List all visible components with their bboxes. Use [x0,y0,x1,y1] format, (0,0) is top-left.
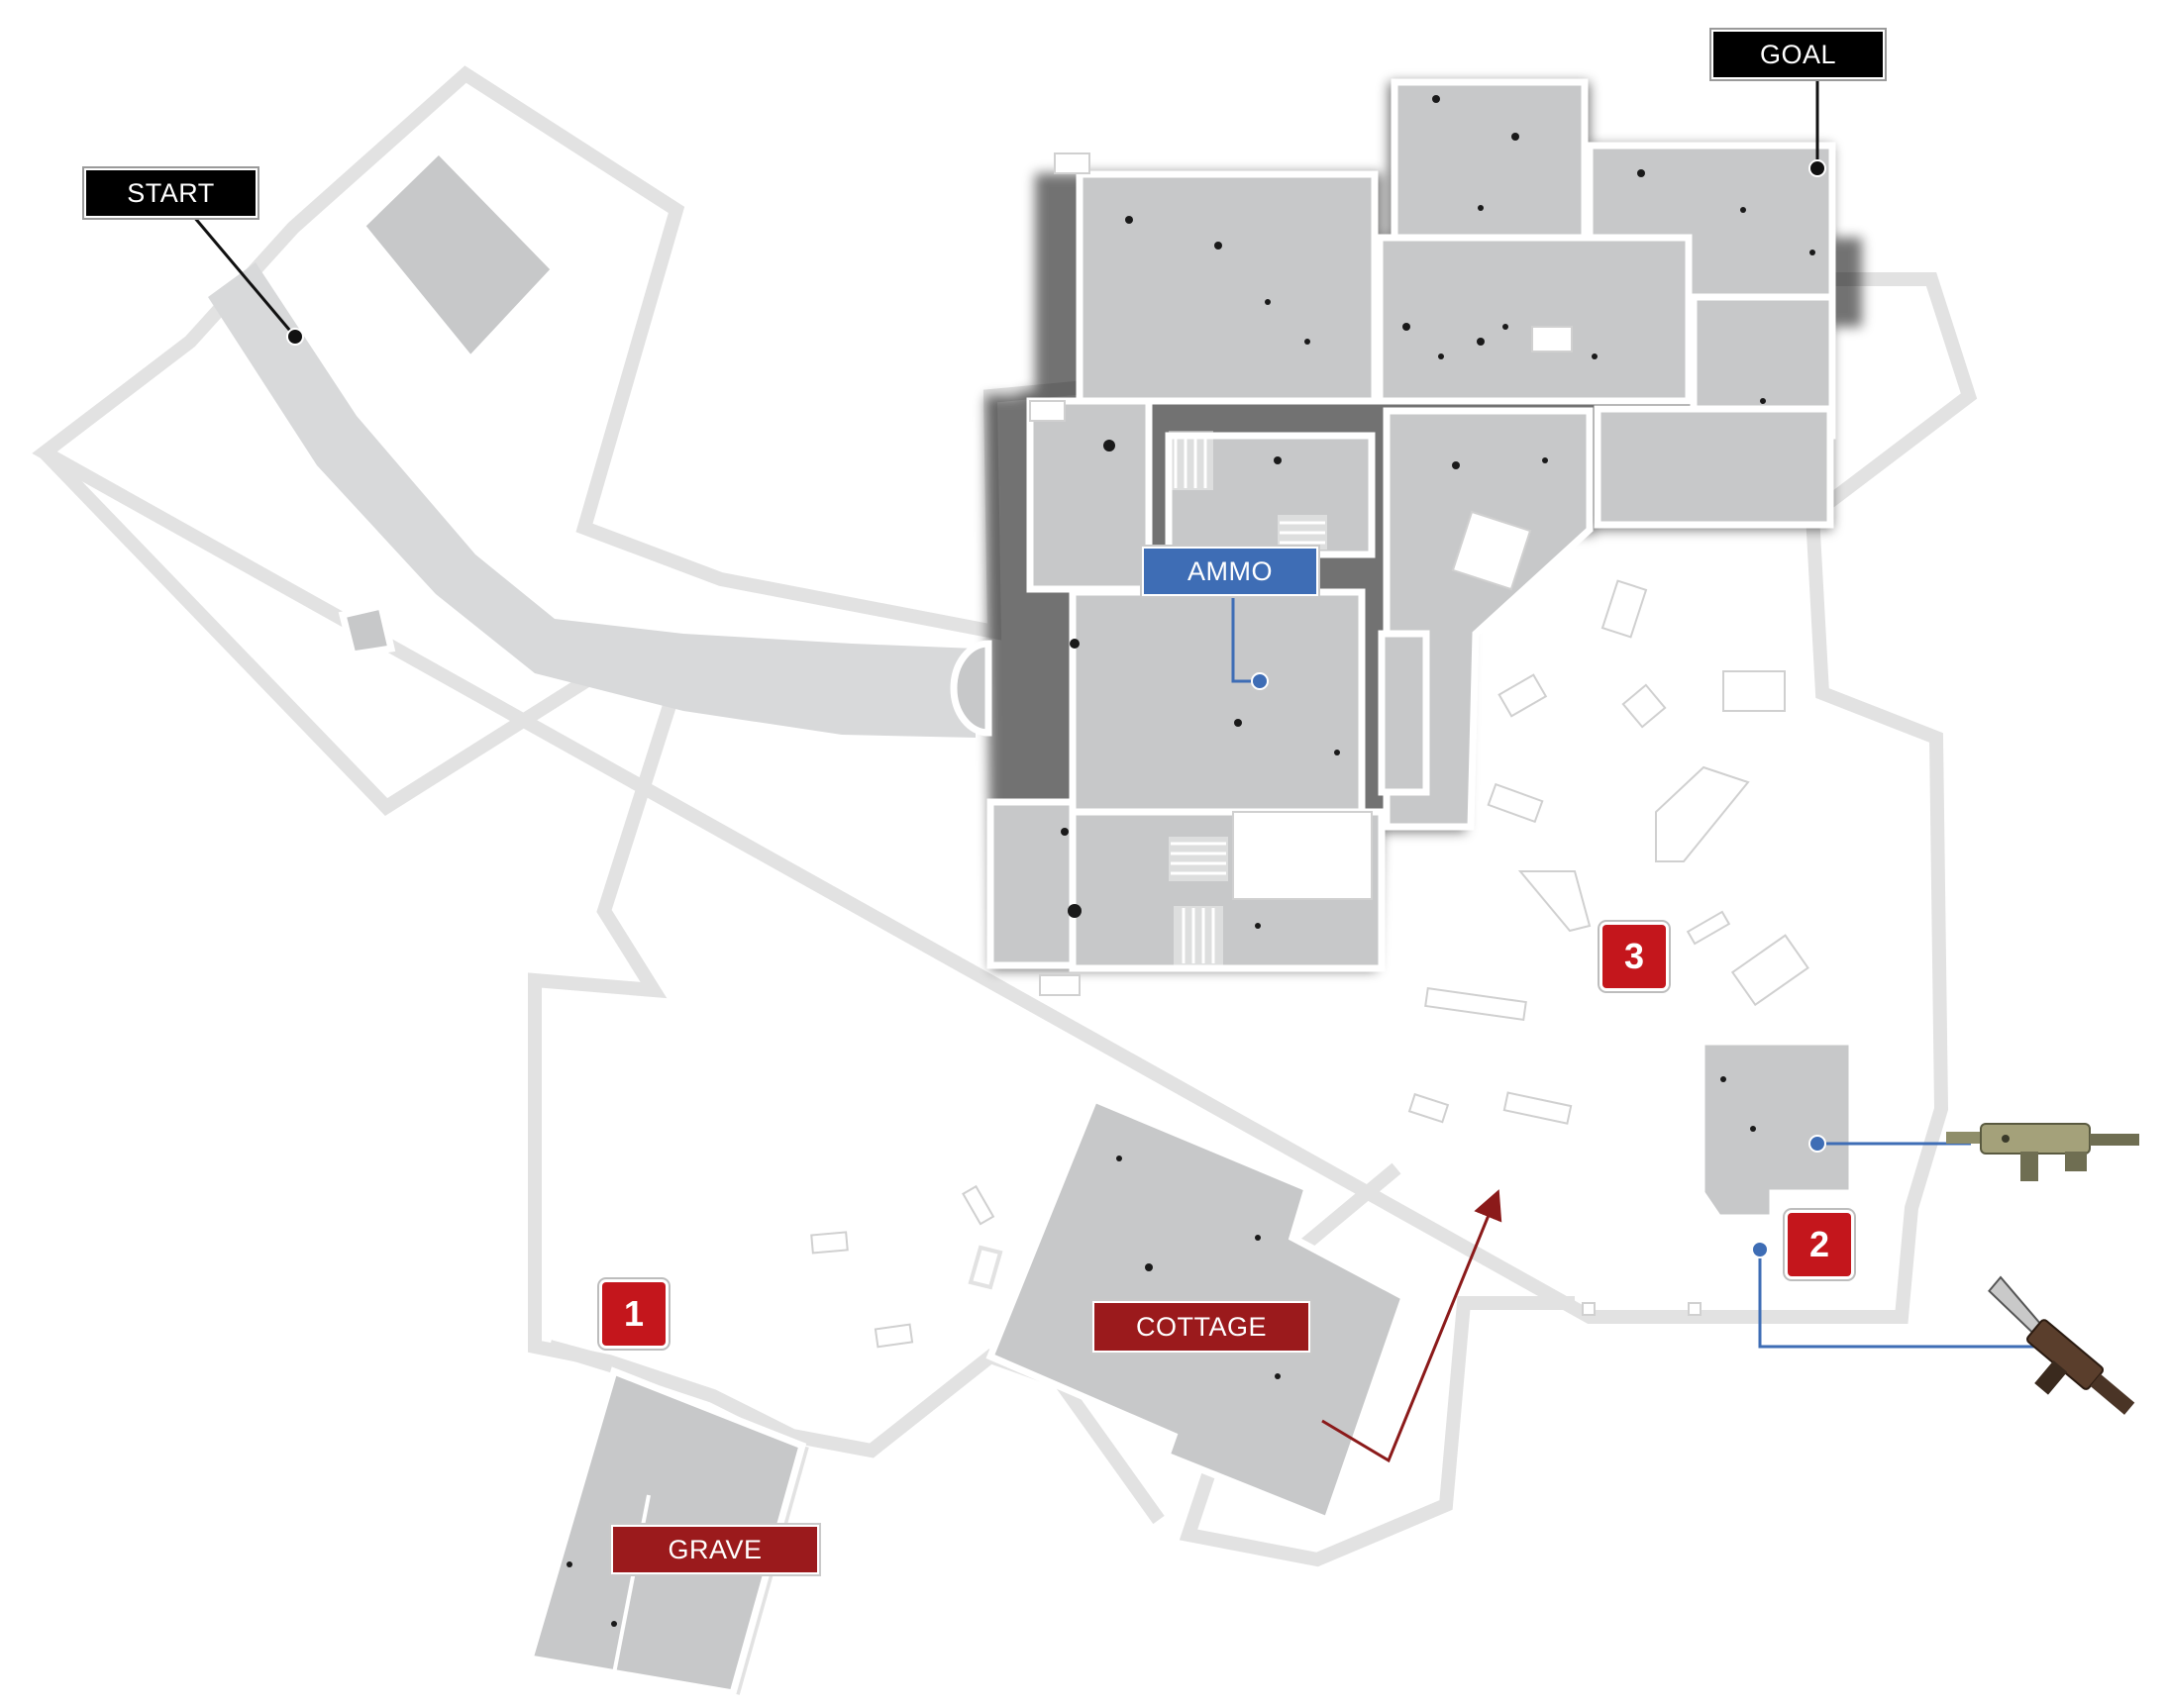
route-arrow [1321,1189,1502,1463]
assault-rifle-icon [1946,1123,2139,1181]
cover-objects [810,579,1809,1349]
marker-3: 3 [1602,925,1666,988]
start-pavilion [338,146,560,658]
start-label: START [84,168,258,218]
callout-lines [186,74,2040,1349]
marker-2: 2 [1788,1213,1851,1276]
cottage-label: COTTAGE [1092,1301,1310,1353]
outpost-building [1698,1038,1856,1222]
shotgun-icon [1988,1275,2135,1415]
grave-label: GRAVE [611,1525,819,1574]
ammo-label: AMMO [1142,547,1318,596]
debris-specks [567,95,1815,1627]
marker-1: 1 [602,1282,666,1346]
manor [950,78,1836,996]
goal-label: GOAL [1711,30,1885,79]
manor-stairs [1169,431,1327,965]
start-path [208,262,976,738]
